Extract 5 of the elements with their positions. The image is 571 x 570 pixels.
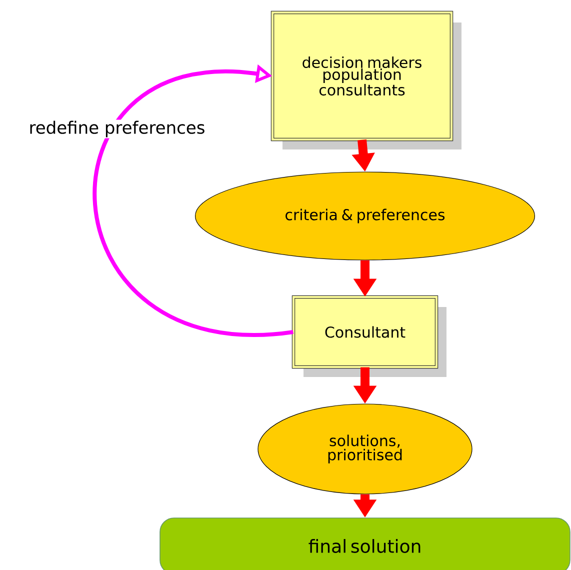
edge-label: redefine preferences — [30, 120, 204, 138]
feedback-arrow — [93, 64, 294, 336]
result-box: final solution — [160, 518, 570, 570]
process-box: Consultant — [292, 295, 446, 377]
process-box: decision makers population consultants — [270, 10, 462, 150]
